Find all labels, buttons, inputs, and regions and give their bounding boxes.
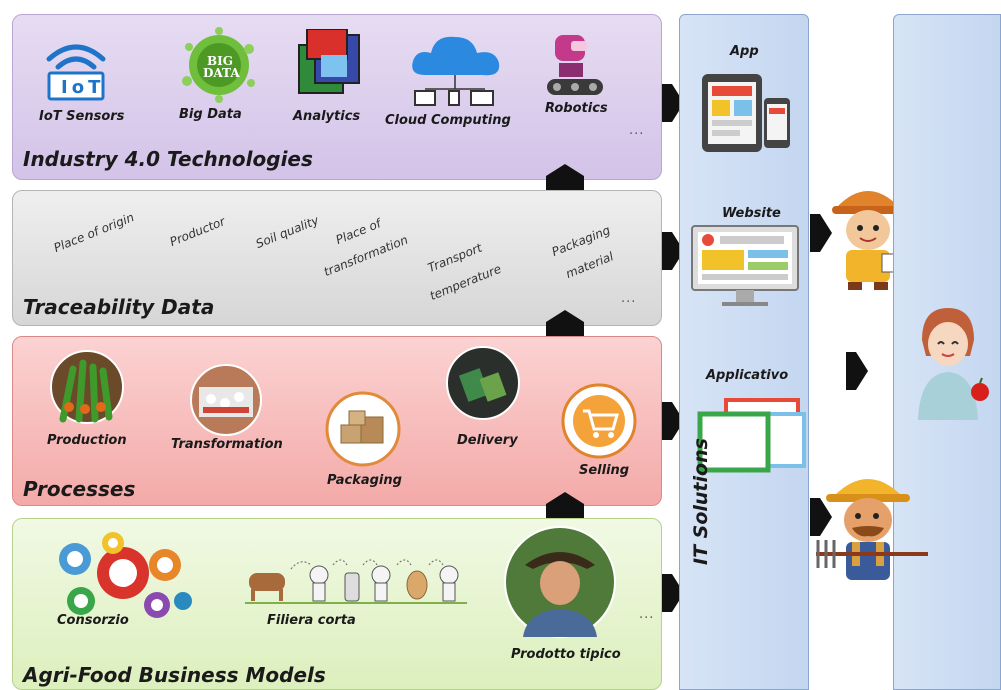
iot-badge-text: IoT <box>61 77 105 98</box>
it-solutions-title: IT Solutions <box>690 438 712 565</box>
trace-productor: Productor <box>167 214 228 249</box>
it-label-applicativo: Applicativo <box>706 368 789 383</box>
arrow-biz-to-it <box>662 574 684 612</box>
trace-material: material <box>563 249 616 281</box>
business-label-consorzio: Consorzio <box>57 613 129 628</box>
processes-layer-title: Processes <box>23 477 136 501</box>
arrow-it-to-farmer <box>810 498 832 536</box>
tech-ellipsis: ... <box>629 123 645 138</box>
selling-cart-icon <box>561 383 637 459</box>
business-ellipsis: ... <box>639 607 655 622</box>
process-label-production: Production <box>47 433 127 448</box>
farmer-with-pitchfork-icon <box>816 479 928 580</box>
trace-transformation: transformation <box>321 232 410 279</box>
transformation-icon <box>190 364 262 436</box>
tech-label-analytics: Analytics <box>293 109 361 124</box>
processes-layer: Production Transformation Packaging Deli… <box>12 336 662 506</box>
tech-label-robotics: Robotics <box>545 101 608 116</box>
trace-layer-title: Traceability Data <box>23 295 215 319</box>
tech-label-bigdata: Big Data <box>179 107 242 122</box>
traceability-layer: Place of origin Productor Soil quality P… <box>12 190 662 326</box>
arrow-it-to-operator <box>810 214 832 252</box>
big-data-icon <box>182 27 255 103</box>
up-arrow-business-to-processes <box>546 492 584 518</box>
consumer-woman-icon <box>918 308 989 420</box>
process-label-transformation: Transformation <box>171 437 283 452</box>
arrow-trace-to-it <box>662 232 684 270</box>
robot-icon <box>547 35 603 95</box>
arrow-operator-to-consumer <box>846 352 868 390</box>
short-supply-chain-icon <box>245 559 467 604</box>
production-icon <box>50 350 124 424</box>
business-models-layer: Consorzio Filiera corta Prodotto tipico … <box>12 518 662 690</box>
business-layer-title: Agri-Food Business Models <box>23 663 326 687</box>
business-label-filiera-corta: Filiera corta <box>267 613 356 628</box>
arrow-proc-to-it <box>662 402 684 440</box>
arrow-tech-to-it <box>662 84 684 122</box>
cloud-computing-icon <box>412 36 500 106</box>
big-data-badge: BIG DATA <box>203 54 240 80</box>
process-label-delivery: Delivery <box>457 433 518 448</box>
monitor-website-icon <box>691 225 799 306</box>
iot-sensor-icon <box>46 44 106 101</box>
packaging-icon <box>325 391 401 467</box>
trace-ellipsis: ... <box>621 291 637 306</box>
tech-layer-title: Industry 4.0 Technologies <box>23 147 313 171</box>
trace-soil-quality: Soil quality <box>253 213 321 251</box>
delivery-icon <box>446 346 520 420</box>
tech-label-cloud: Cloud Computing <box>385 113 511 128</box>
tech-label-iot: IoT Sensors <box>39 109 125 124</box>
trace-place-of: Place of <box>333 216 383 247</box>
it-label-website: Website <box>722 206 781 221</box>
up-arrow-processes-to-traceability <box>546 310 584 336</box>
trace-place-of-origin: Place of origin <box>51 210 137 255</box>
tablet-phone-icon <box>702 74 790 152</box>
female-operator-icon <box>832 191 904 290</box>
business-label-prodotto-tipico: Prodotto tipico <box>511 647 621 662</box>
typical-product-farmer-photo <box>504 526 616 638</box>
process-label-packaging: Packaging <box>327 473 402 488</box>
it-label-app: App <box>730 44 759 59</box>
process-label-selling: Selling <box>579 463 630 478</box>
analytics-icon <box>298 29 360 94</box>
consortium-gears-icon <box>59 532 192 618</box>
application-windows-icon <box>697 398 806 473</box>
up-arrow-traceability-to-technologies <box>546 164 584 190</box>
technologies-layer: IoT IoT Sensors BIG DATA Big Data Analyt… <box>12 14 662 180</box>
